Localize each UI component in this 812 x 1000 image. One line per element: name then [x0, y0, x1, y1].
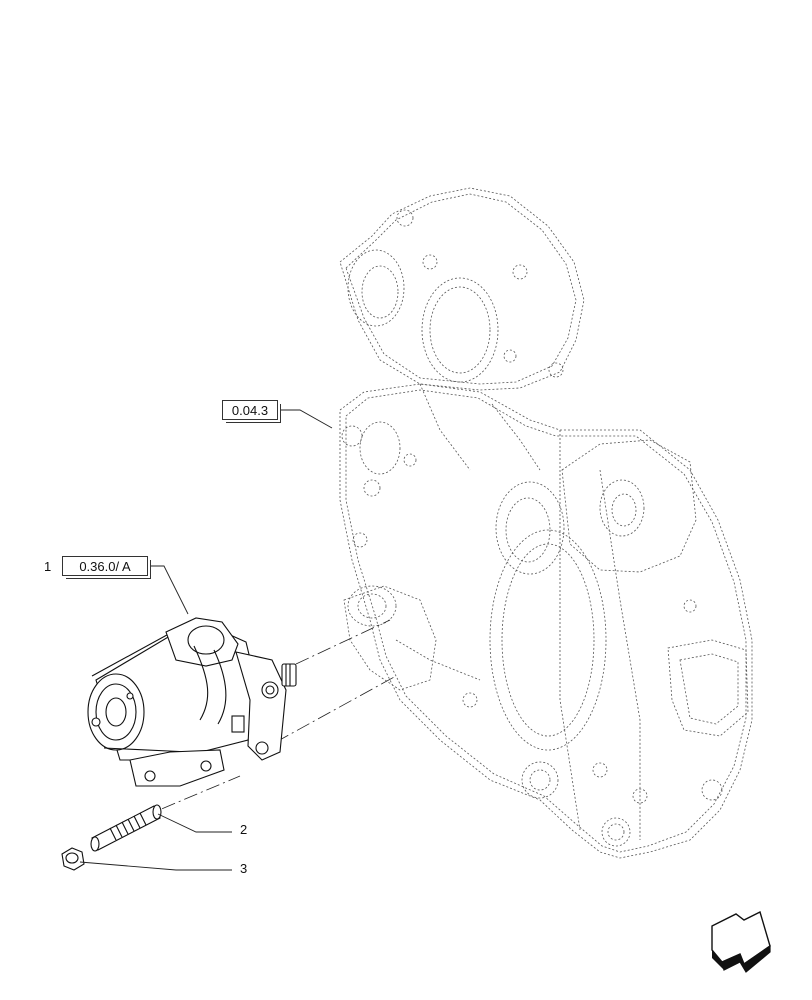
ref-box-starter[interactable]: 0.36.0/ A: [62, 556, 151, 579]
ref-box-housing[interactable]: 0.04.3: [222, 400, 281, 423]
starter-motor: [87, 617, 297, 787]
arrow-icon: [711, 910, 771, 973]
callout-number-2: 2: [240, 822, 248, 837]
leader-lines: [79, 409, 333, 871]
callout-number-1: 1: [44, 559, 52, 574]
callout-number-3: 3: [240, 861, 248, 876]
nut: [61, 847, 85, 871]
housing-phantom: [339, 187, 753, 859]
stud: [90, 804, 162, 852]
